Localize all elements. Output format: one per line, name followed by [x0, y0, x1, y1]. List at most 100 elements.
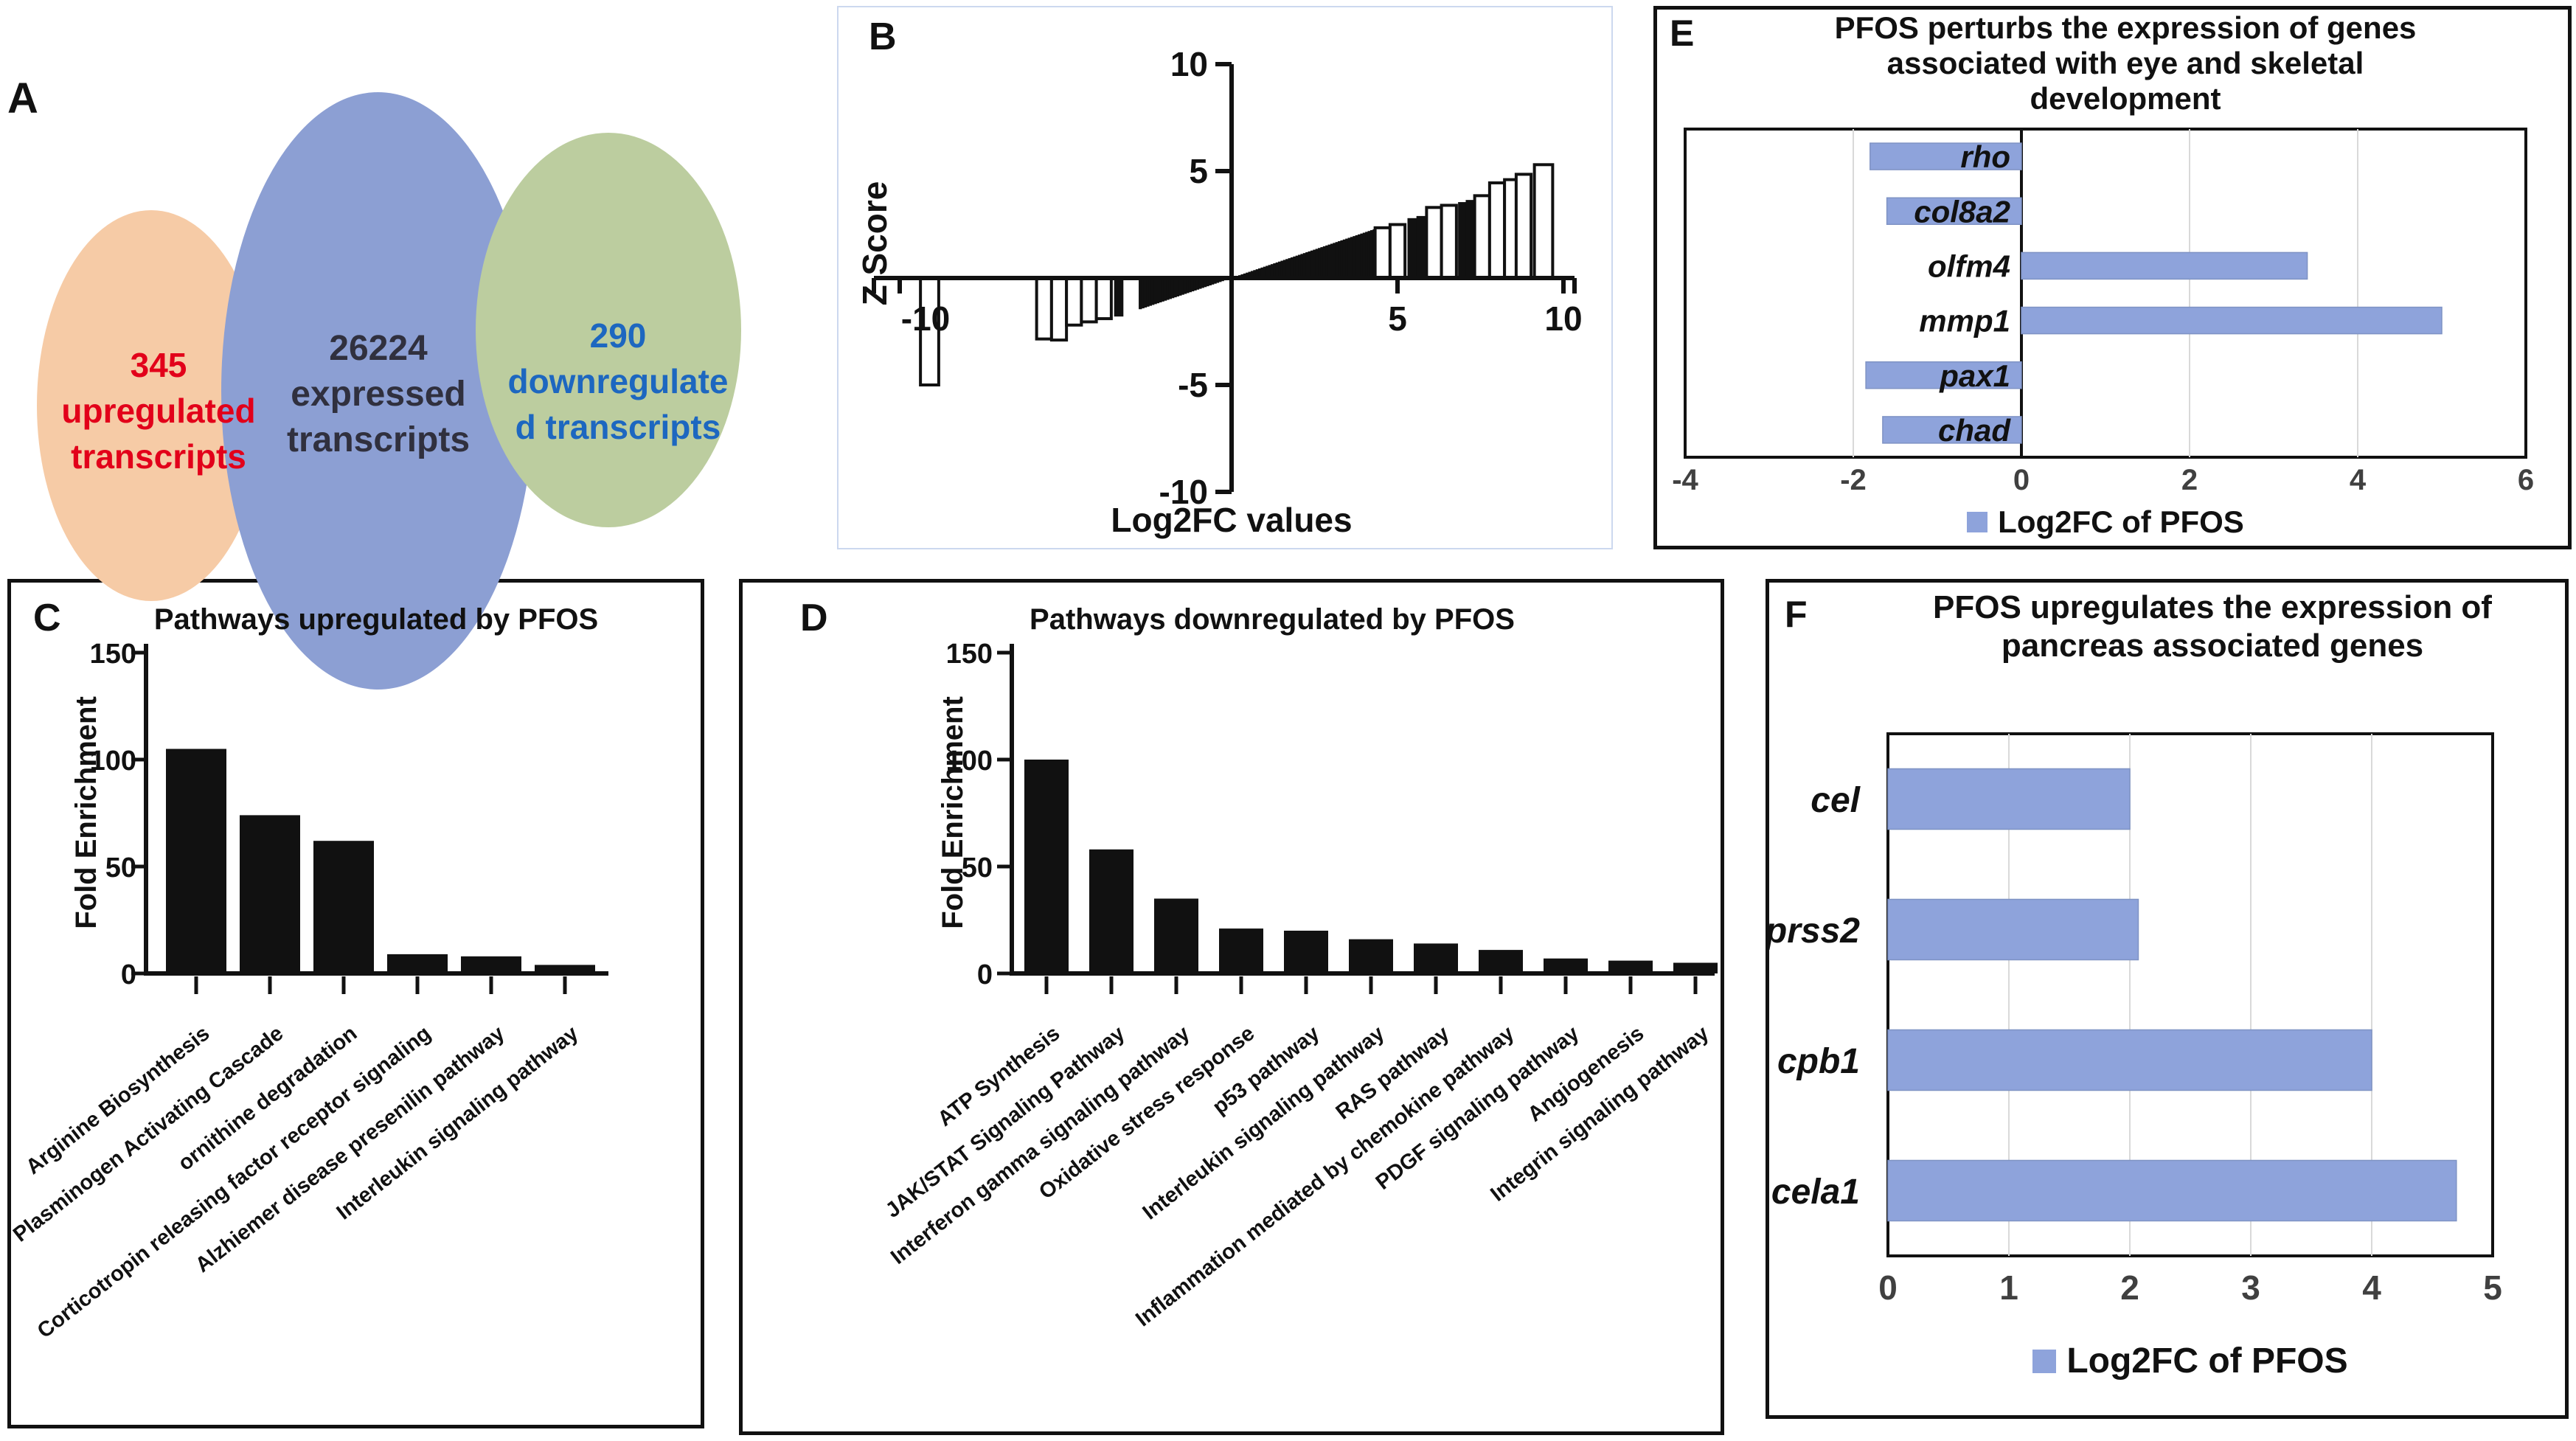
- fan-bar: [1198, 278, 1202, 289]
- fan-bar: [1327, 244, 1331, 278]
- bar: [1154, 898, 1198, 973]
- fan-bar: [1266, 265, 1269, 278]
- fan-bar: [1193, 278, 1197, 291]
- bar: [1487, 181, 1507, 279]
- x-tick-label: 4: [2350, 464, 2367, 496]
- fan-bar: [1270, 264, 1274, 278]
- bar: [2021, 251, 2308, 280]
- fan-bar: [1322, 246, 1327, 278]
- x-tick-label: -4: [1672, 464, 1698, 496]
- x-tick-label: 3: [2241, 1268, 2260, 1307]
- y-tick-label: 10: [1170, 45, 1208, 83]
- bar: [1089, 849, 1133, 973]
- fan-bar: [1305, 252, 1309, 278]
- panel-f-title: PFOS upregulates the expression of pancr…: [1933, 589, 2492, 664]
- x-tick-label: 1: [1999, 1268, 2018, 1307]
- fan-bar: [1358, 234, 1361, 278]
- fan-bar: [1150, 278, 1155, 305]
- gene-label: chad: [1938, 413, 2011, 448]
- bar: [313, 841, 374, 973]
- fan-bar: [1170, 278, 1175, 299]
- fan-bar: [1342, 239, 1347, 278]
- fan-bar: [1190, 278, 1195, 292]
- category-label: JAK/STAT Signaling Pathway: [881, 1021, 1129, 1223]
- y-tick-label: 150: [946, 639, 993, 670]
- bar: [1219, 928, 1263, 973]
- bar: [1608, 960, 1653, 973]
- bar: [535, 965, 595, 973]
- fan-bar: [1293, 256, 1296, 278]
- bar: [1887, 1159, 2457, 1222]
- fan-bar: [1302, 253, 1307, 278]
- bar: [1869, 142, 2022, 170]
- fan-bar: [1290, 257, 1294, 278]
- bar: [1465, 200, 1474, 278]
- fan-bar: [1355, 235, 1359, 278]
- bar: [919, 277, 940, 386]
- fan-bar: [1156, 278, 1160, 304]
- bar: [1887, 898, 2139, 961]
- panel-f: [1766, 579, 2569, 1419]
- bar: [1065, 277, 1083, 327]
- gene-label: col8a2: [1914, 194, 2010, 229]
- plot-box: [1684, 128, 2527, 459]
- fan-bar: [1255, 269, 1260, 278]
- panel-e-legend: Log2FC of PFOS: [1685, 504, 2526, 540]
- gene-label: pax1: [1939, 358, 2010, 393]
- fan-bar: [1183, 278, 1187, 294]
- bar: [1416, 215, 1427, 278]
- fan-bar: [1206, 278, 1209, 287]
- bar: [1094, 277, 1113, 321]
- fan-bar: [1203, 278, 1207, 288]
- fan-bar: [1350, 237, 1354, 278]
- fan-bar: [1213, 278, 1217, 284]
- x-tick-label: 5: [2483, 1268, 2502, 1307]
- gene-label: mmp1: [1919, 304, 2010, 338]
- panel-c-title: Pathways upregulated by PFOS: [153, 603, 599, 636]
- fan-bar: [1275, 262, 1280, 278]
- bar: [1532, 163, 1555, 279]
- bar: [1035, 277, 1053, 341]
- fan-bar: [1367, 231, 1371, 278]
- fan-bar: [1139, 278, 1142, 310]
- y-tick-label: 50: [105, 853, 136, 883]
- fan-bar: [1146, 278, 1150, 307]
- fan-bar: [1298, 254, 1302, 278]
- gene-label: cpb1: [1777, 1042, 1860, 1081]
- bar: [1544, 958, 1588, 973]
- fan-bar: [1333, 243, 1336, 278]
- fan-bar: [1347, 237, 1351, 278]
- legend-label-f: Log2FC of PFOS: [2066, 1341, 2348, 1381]
- bar: [1284, 931, 1328, 973]
- x-tick-label: 0: [1878, 1268, 1898, 1307]
- panel-d: [739, 579, 1724, 1435]
- bar: [1473, 194, 1491, 280]
- fan-bar: [1215, 278, 1220, 283]
- bar: [461, 956, 521, 973]
- venn-label-downregulated: 290 downregulate d transcripts: [507, 316, 729, 446]
- bar: [1407, 218, 1417, 278]
- fan-bar: [1369, 230, 1374, 278]
- bar: [387, 954, 448, 973]
- fan-bar: [1273, 263, 1277, 278]
- bar: [1673, 962, 1718, 973]
- fan-bar: [1141, 278, 1145, 309]
- bar: [1114, 278, 1124, 317]
- fan-bar: [1243, 273, 1247, 278]
- panel-e-title: PFOS perturbs the expression of genes as…: [1834, 10, 2417, 116]
- bar: [1388, 223, 1407, 279]
- fan-bar: [1330, 243, 1334, 278]
- fan-bar: [1161, 278, 1164, 302]
- venn-label-expressed: 26224 expressed transcripts: [286, 329, 471, 459]
- fan-bar: [1178, 278, 1182, 296]
- fan-bar: [1148, 278, 1152, 306]
- fan-bar: [1268, 265, 1271, 278]
- fan-bar: [1263, 266, 1267, 278]
- x-tick-label: -2: [1840, 464, 1867, 496]
- fan-bar: [1173, 278, 1177, 298]
- fan-bar: [1201, 278, 1204, 288]
- bar: [1458, 202, 1467, 278]
